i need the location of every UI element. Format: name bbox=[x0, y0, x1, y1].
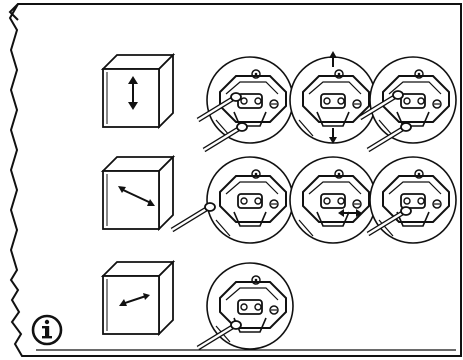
hinge-detail-2-2 bbox=[289, 156, 377, 244]
hinge-detail-3-1 bbox=[198, 262, 294, 349]
page-border bbox=[8, 3, 462, 357]
hinge-detail-1-2 bbox=[289, 51, 377, 144]
hinge-detail-1-3 bbox=[360, 56, 457, 150]
double-arrow-diagonal-icon bbox=[118, 186, 155, 206]
cabinet-depth-adjust bbox=[102, 156, 174, 230]
hinge-detail-1-1 bbox=[198, 56, 294, 150]
info-icon bbox=[31, 314, 63, 346]
hinge-detail-2-3 bbox=[368, 156, 457, 244]
cabinet-side-adjust bbox=[102, 261, 174, 335]
cabinet-height-adjust bbox=[102, 54, 174, 128]
double-arrow-horizontal-icon bbox=[119, 293, 150, 306]
double-arrow-vertical-icon bbox=[128, 76, 138, 110]
hinge-detail-2-1 bbox=[172, 156, 294, 244]
